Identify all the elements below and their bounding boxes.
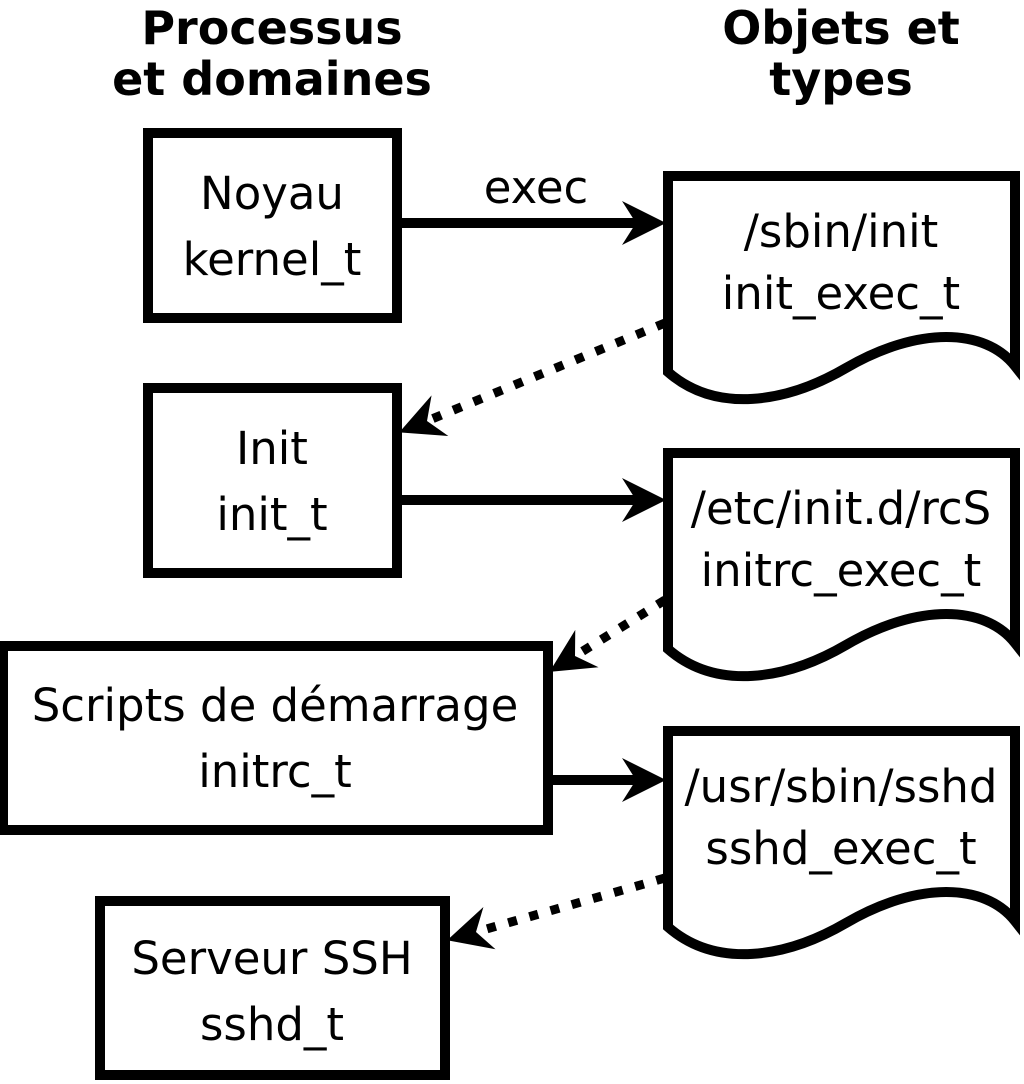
process-type-sshd: sshd_t [200, 998, 344, 1051]
object-type-sshdexec: sshd_exec_t [705, 822, 976, 875]
process-node-sshd: Serveur SSH sshd_t [95, 896, 450, 1080]
header-processes-line1: Processus [141, 1, 402, 55]
process-box-init [143, 383, 402, 578]
object-node-initrcexec: /etc/init.d/rcS initrc_exec_t [663, 448, 1020, 682]
process-box-initrc [0, 641, 553, 835]
object-doc-initrcexec [663, 448, 1020, 682]
process-box-kernel [143, 128, 402, 323]
header-processes-line2: et domaines [112, 52, 432, 106]
column-header-objects: Objets et types [722, 1, 960, 106]
transition-arrow-sshdexec-to-sshd [447, 873, 667, 950]
process-node-init: Init init_t [143, 383, 402, 578]
process-name-init: Init [236, 422, 308, 475]
process-name-sshd: Serveur SSH [131, 932, 412, 985]
header-objects-line1: Objets et [722, 1, 960, 55]
column-header-processes: Processus et domaines [112, 1, 432, 106]
process-name-initrc: Scripts de démarrage [32, 679, 519, 732]
process-type-kernel: kernel_t [183, 233, 362, 286]
object-node-initexec: /sbin/init init_exec_t [663, 171, 1020, 405]
process-type-initrc: initrc_t [198, 745, 352, 798]
object-path-initrcexec: /etc/init.d/rcS [691, 482, 991, 535]
process-box-sshd [95, 896, 450, 1080]
object-type-initexec: init_exec_t [722, 267, 960, 320]
object-doc-initexec [663, 171, 1020, 405]
object-type-initrcexec: initrc_exec_t [701, 544, 982, 597]
object-doc-sshdexec [663, 726, 1020, 960]
header-objects-line2: types [769, 52, 912, 106]
process-type-init: init_t [216, 488, 327, 541]
process-node-kernel: Noyau kernel_t [143, 128, 402, 323]
process-node-initrc: Scripts de démarrage initrc_t [0, 641, 553, 835]
object-path-sshdexec: /usr/sbin/sshd [685, 760, 998, 813]
exec-arrow-label: exec [484, 161, 589, 214]
process-name-kernel: Noyau [200, 167, 344, 220]
transition-arrow-initrcexec-to-initrc [549, 596, 668, 672]
object-path-initexec: /sbin/init [744, 205, 939, 258]
transition-arrow-initexec-to-init [399, 318, 667, 437]
exec-arrow-kernel-to-init: exec [397, 161, 666, 245]
object-node-sshdexec: /usr/sbin/sshd sshd_exec_t [663, 726, 1020, 960]
